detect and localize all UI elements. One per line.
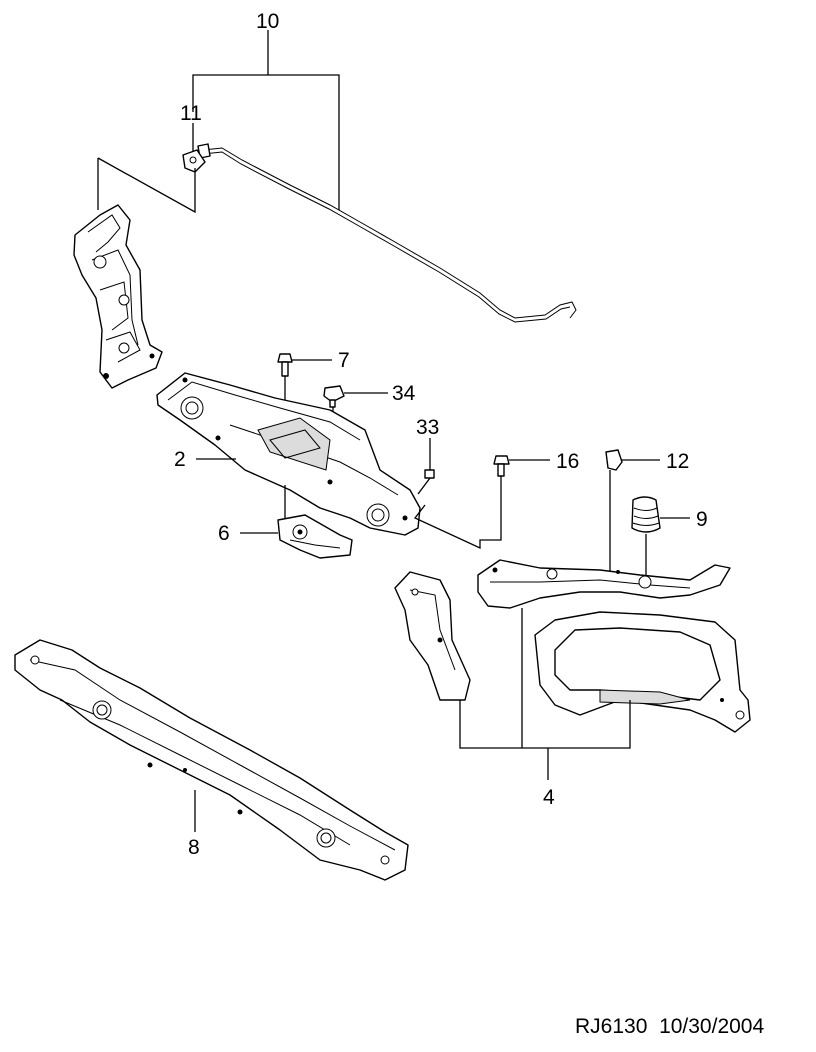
callout-8: 8 bbox=[188, 836, 200, 859]
callout-11: 11 bbox=[180, 102, 202, 125]
part-8-lower-support bbox=[14, 639, 409, 881]
callout-9: 9 bbox=[696, 508, 708, 531]
callout-7: 7 bbox=[338, 349, 350, 372]
callout-4: 4 bbox=[543, 786, 555, 809]
part-16-bolt bbox=[413, 455, 550, 550]
callout-2: 2 bbox=[174, 448, 186, 471]
callout-10: 10 bbox=[256, 10, 279, 33]
callout-33: 33 bbox=[416, 416, 439, 439]
part-10-hood-cable bbox=[192, 30, 577, 323]
part-6-latch-bracket bbox=[240, 514, 353, 559]
upper-left-side-bracket bbox=[73, 204, 163, 389]
part-12-clip bbox=[605, 449, 660, 575]
part-9-bumper bbox=[631, 496, 690, 582]
part-33-screw bbox=[417, 438, 435, 495]
drawing-footer: RJ6130 10/30/2004 bbox=[575, 1015, 764, 1039]
drawing-id: RJ6130 bbox=[575, 1015, 648, 1038]
callout-16: 16 bbox=[556, 450, 579, 473]
part-2-upper-support-panel bbox=[156, 372, 421, 536]
callout-34: 34 bbox=[392, 382, 416, 405]
part-4-side-panel-group bbox=[394, 559, 751, 780]
callout-12: 12 bbox=[666, 450, 689, 473]
part-11-clip bbox=[97, 123, 206, 214]
drawing-date: 10/30/2004 bbox=[659, 1015, 765, 1038]
callout-6: 6 bbox=[218, 522, 230, 545]
